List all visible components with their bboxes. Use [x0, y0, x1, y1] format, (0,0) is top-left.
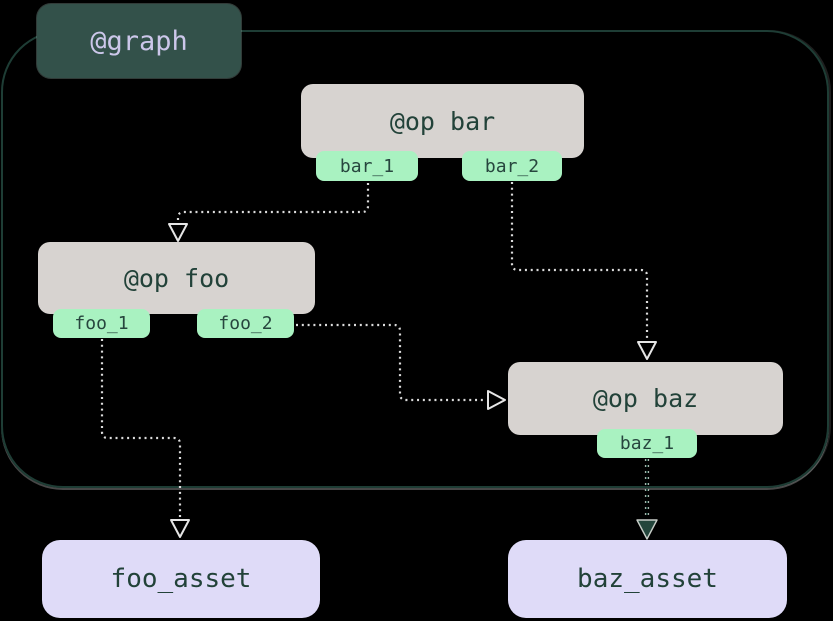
- op-baz-title: @op baz: [592, 384, 699, 413]
- op-bar-title: @op bar: [389, 106, 496, 136]
- asset-node-baz-asset[interactable]: baz_asset: [508, 540, 787, 618]
- graph-label-text: @graph: [90, 25, 188, 57]
- op-node-foo[interactable]: @op foo: [38, 242, 315, 314]
- op-foo-title: @op foo: [123, 263, 230, 293]
- op-node-baz[interactable]: @op baz: [508, 362, 783, 435]
- arrowhead-into-foo-asset: [170, 519, 190, 538]
- output-tag-foo-1[interactable]: foo_1: [53, 309, 150, 338]
- output-tag-bar-2[interactable]: bar_2: [462, 151, 562, 181]
- arrowhead-into-baz-asset: [636, 519, 658, 540]
- output-tag-foo-2[interactable]: foo_2: [197, 309, 294, 338]
- graph-boundary: [1, 30, 829, 488]
- graph-label[interactable]: @graph: [37, 4, 241, 78]
- output-tag-baz-1[interactable]: baz_1: [597, 429, 697, 458]
- asset-node-foo-asset[interactable]: foo_asset: [42, 540, 320, 618]
- op-node-bar[interactable]: @op bar: [301, 84, 584, 158]
- output-tag-bar-1[interactable]: bar_1: [316, 151, 418, 181]
